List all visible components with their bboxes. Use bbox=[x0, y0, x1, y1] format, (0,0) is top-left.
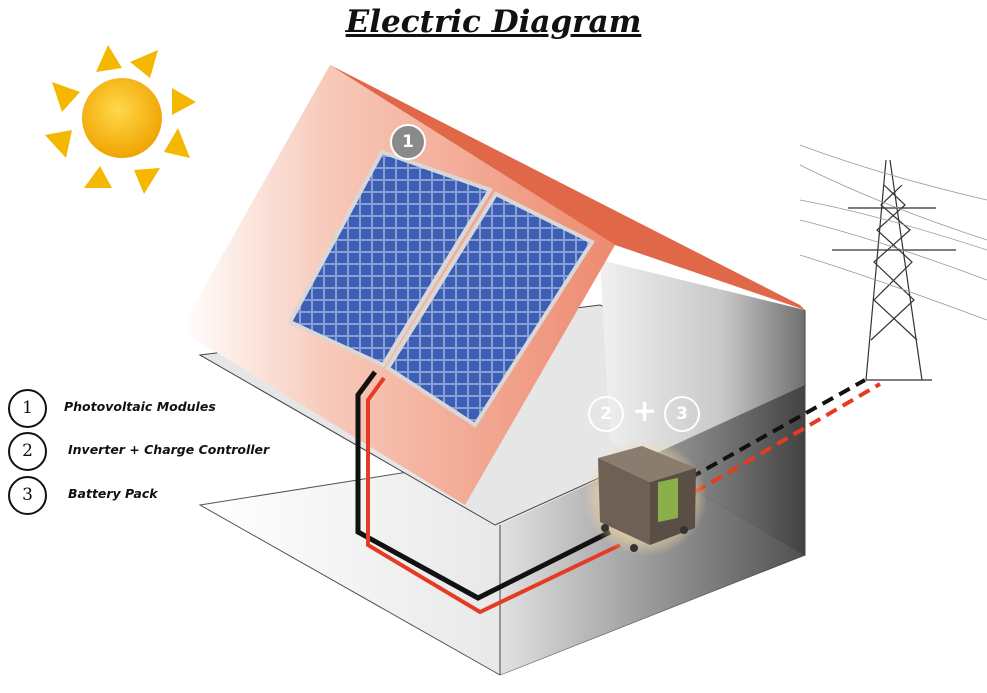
legend-item: 1 Photovoltaic Modules bbox=[8, 389, 268, 429]
wire-positive bbox=[366, 376, 621, 615]
inverter-callout-badge: 2 bbox=[588, 396, 624, 432]
transmission-tower-icon bbox=[799, 144, 987, 381]
sun-icon bbox=[45, 45, 196, 194]
solar-panel-array bbox=[287, 149, 595, 428]
legend-label: Photovoltaic Modules bbox=[64, 399, 216, 414]
legend-item: 2 Inverter + Charge Controller bbox=[8, 432, 270, 472]
inverter-cabinet bbox=[583, 440, 707, 556]
legend-number: 2 bbox=[8, 432, 47, 471]
wire-negative bbox=[355, 370, 612, 601]
grid-wire-negative bbox=[689, 378, 866, 480]
legend-item: 3 Battery Pack bbox=[8, 476, 268, 516]
solar-panel-right bbox=[385, 191, 595, 428]
plus-sign: + bbox=[632, 394, 658, 429]
panel-callout-badge: 1 bbox=[390, 124, 426, 160]
legend-label: Inverter + Charge Controller bbox=[68, 442, 270, 457]
page-title: Electric Diagram bbox=[345, 4, 642, 40]
roof-edge bbox=[330, 65, 805, 310]
legend-number: 3 bbox=[8, 476, 47, 515]
grid-wire-positive bbox=[693, 382, 882, 494]
battery-callout-badge: 3 bbox=[664, 396, 700, 432]
legend-number: 1 bbox=[8, 389, 47, 428]
legend-label: Battery Pack bbox=[68, 486, 158, 501]
solar-panel-left bbox=[287, 149, 493, 368]
